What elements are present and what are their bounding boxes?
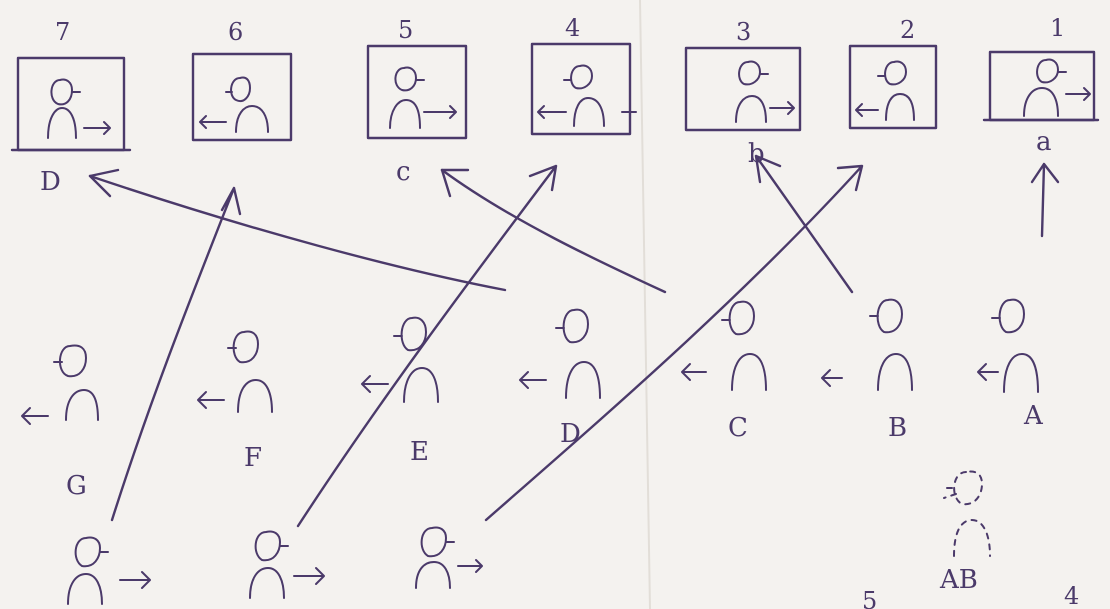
connection-lines	[88, 154, 1060, 528]
label-b: B	[888, 413, 907, 443]
figure-d	[519, 308, 601, 399]
frame-number-3: 3	[736, 18, 751, 46]
middle-row-figures	[21, 298, 1039, 425]
figure-a	[977, 298, 1039, 393]
label-e: E	[410, 437, 429, 467]
corner-number-5: 5	[862, 587, 877, 609]
figure-e	[361, 316, 439, 403]
figure-b	[821, 298, 913, 391]
frame-number-2: 2	[900, 16, 915, 44]
frame-number-1: 1	[1050, 14, 1065, 42]
frame-5	[366, 44, 468, 140]
frame-number-4: 4	[565, 14, 580, 42]
frame-number-7: 7	[55, 18, 70, 46]
frame-1	[982, 50, 1100, 122]
frame-6	[191, 52, 293, 142]
figure-bottom-1	[67, 536, 151, 605]
corner-number-4: 4	[1064, 582, 1079, 609]
figure-g	[21, 344, 99, 425]
paper-fold	[639, 0, 651, 609]
ghost-figure-ab	[941, 470, 991, 557]
frame-7	[10, 56, 132, 152]
figure-f	[197, 330, 273, 413]
frame-letter-d: D	[40, 167, 61, 197]
label-a: A	[1023, 401, 1044, 431]
frame-3	[684, 46, 802, 132]
figure-bottom-2	[249, 530, 325, 599]
frame-4	[530, 42, 637, 136]
frame-number-5: 5	[398, 16, 413, 44]
label-g: G	[66, 471, 87, 501]
frame-letter-c: c	[396, 157, 411, 187]
label-d: D	[560, 419, 581, 449]
frame-number-6: 6	[228, 18, 243, 46]
label-f: F	[244, 443, 262, 473]
label-ab: AB	[939, 565, 978, 595]
frame-2	[848, 44, 938, 130]
bottom-row-figures	[67, 526, 483, 605]
frame-letter-a: a	[1036, 127, 1052, 157]
label-c: C	[728, 413, 748, 443]
figure-bottom-3	[415, 526, 483, 589]
figure-c	[681, 300, 767, 391]
